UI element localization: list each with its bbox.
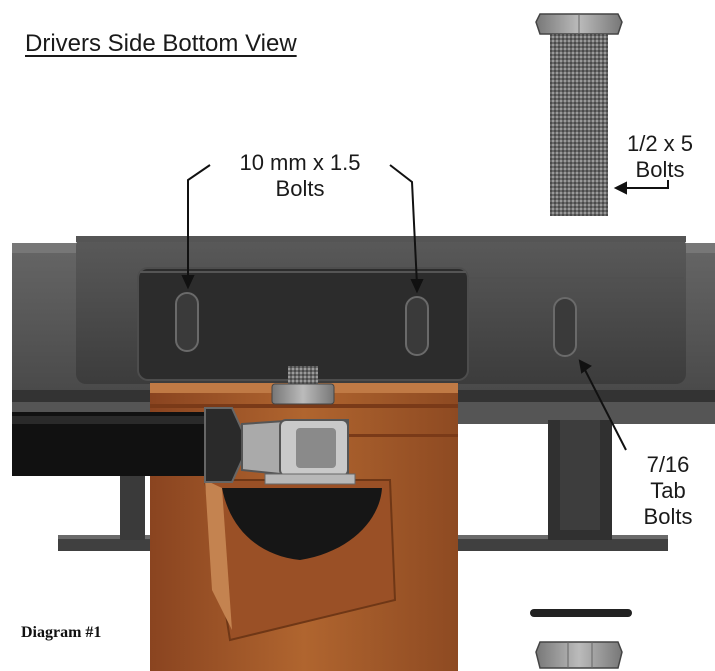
page-title: Drivers Side Bottom View: [25, 30, 297, 57]
half-inch-bolt: [535, 13, 623, 216]
tab-bolts-label: 7/16 Tab Bolts: [628, 452, 708, 530]
half-inch-bolts-label-line2: Bolts: [635, 157, 685, 182]
half-inch-bolts-label-line1: 1/2 x 5: [626, 131, 694, 156]
diagram-number: Diagram #1: [21, 624, 102, 641]
callout-arrow-metric-right: [389, 164, 424, 294]
metric-bolts-label: 10 mm x 1.5 Bolts: [212, 150, 388, 202]
washer: [530, 609, 632, 617]
callout-arrow-metric-left: [181, 164, 211, 290]
callout-arrow-tab-bolts: [578, 359, 627, 451]
top-stud: [271, 366, 335, 405]
tab-bolts-label-line2: Tab: [650, 478, 686, 503]
half-inch-bolts-label: 1/2 x 5 Bolts: [610, 131, 710, 183]
tab-bolts-label-line3: Bolts: [643, 504, 693, 529]
nut: [535, 641, 623, 669]
slot-left: [175, 292, 199, 352]
tab-bolts-label-line1: 7/16: [646, 452, 690, 477]
metric-bolts-label-line1: 10 mm x 1.5: [239, 150, 361, 175]
slot-middle: [405, 296, 429, 356]
callout-arrow-half-bolt: [613, 180, 669, 195]
tube-assembly: [12, 407, 356, 485]
mounting-bracket: [76, 236, 686, 384]
metric-bolts-label-line2: Bolts: [275, 176, 325, 201]
slot-right: [553, 297, 577, 357]
